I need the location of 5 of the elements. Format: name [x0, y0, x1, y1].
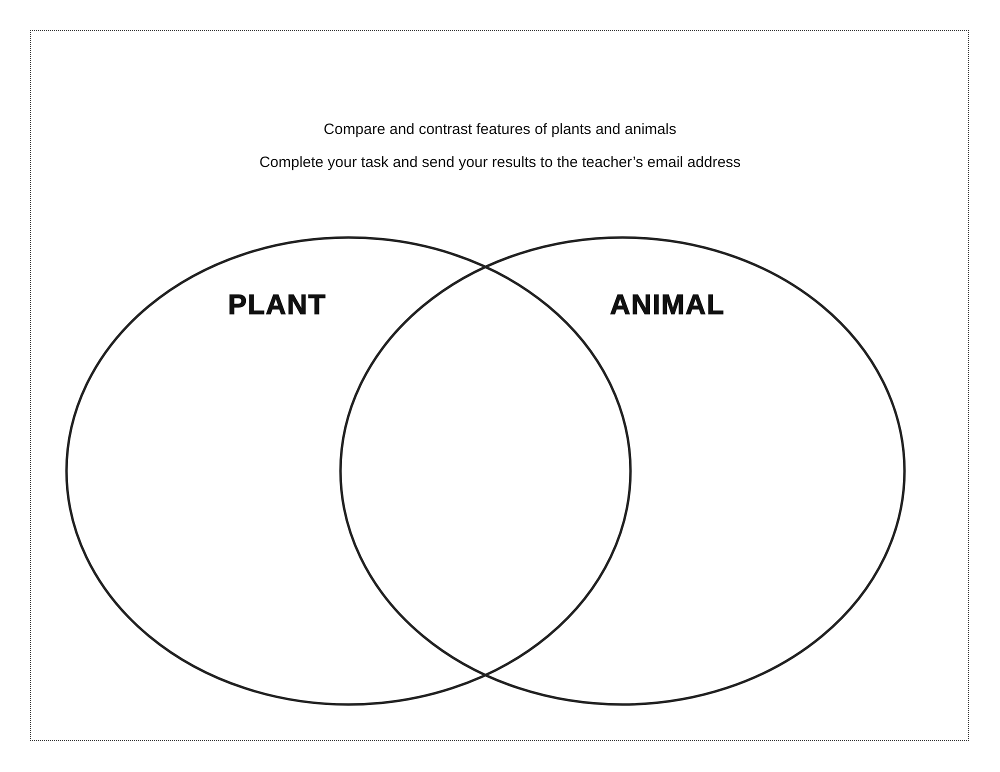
venn-ellipse — [339, 236, 906, 706]
title: Compare and contrast features of plants and animals — [324, 121, 676, 138]
circle-heading: ANIMAL — [610, 289, 725, 321]
circle-heading: PLANT — [228, 289, 326, 321]
instruction-text: Complete your task and send your results to the teacher’s email address — [259, 154, 741, 171]
